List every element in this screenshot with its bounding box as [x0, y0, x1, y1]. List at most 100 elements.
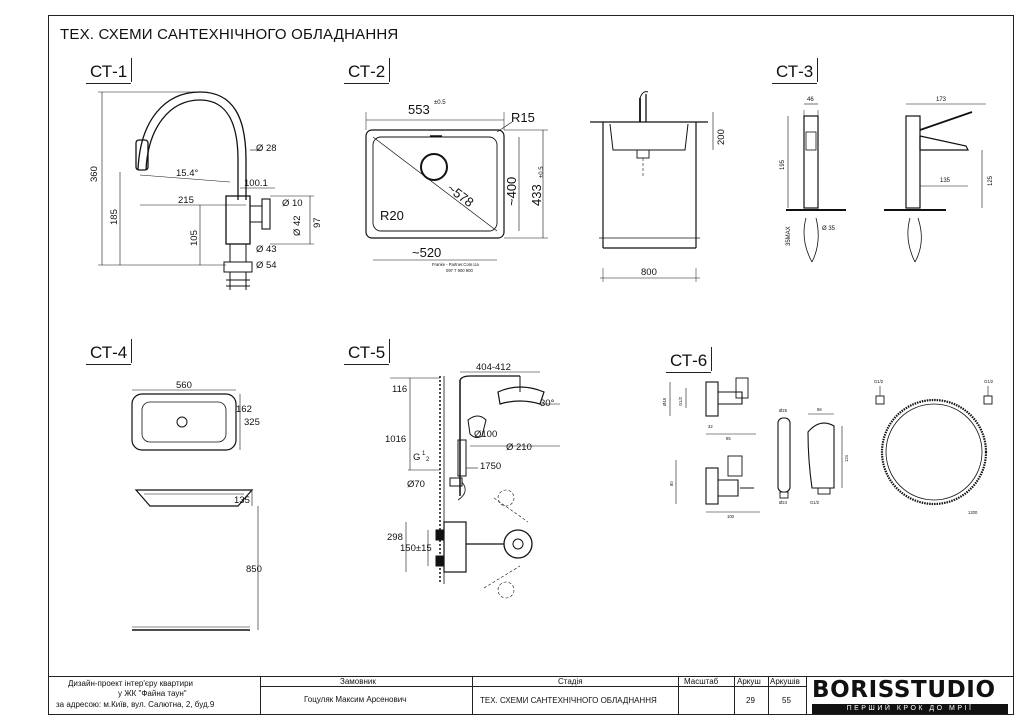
ct3-dim-195: 195 — [780, 159, 786, 170]
ct6-dim-d48: Ø48 — [662, 397, 667, 406]
ct5-dim-d100: Ø100 — [474, 429, 497, 440]
page-title: ТЕХ. СХЕМИ САНТЕХНІЧНОГО ОБЛАДНАННЯ — [60, 26, 399, 43]
ct3-dim-135: 135 — [940, 178, 951, 184]
sheets-header: Аркушів — [770, 677, 800, 686]
ct4-dim-325: 325 — [244, 417, 260, 428]
ct1-dim-d28: Ø 28 — [256, 143, 277, 154]
ct1-dim-d54: Ø 54 — [256, 260, 277, 271]
project-line-1: Дизайн-проект інтер'єру квартири — [68, 679, 194, 688]
stage-header: Стадія — [558, 677, 583, 686]
ct6-dim-32: 32 — [708, 424, 713, 429]
ct5-dim-1750: 1750 — [480, 461, 501, 472]
ct5-dim-30deg: 30° — [540, 398, 555, 409]
ct2-sink-labels: 553 ±0.5 R15 ~400 433 ±0.5 ~578 R20 ~520… — [380, 100, 545, 273]
ct5-dim-116: 116 — [392, 384, 407, 395]
sheet-value: 29 — [746, 696, 755, 705]
ct6-dim-85: 85 — [726, 436, 731, 441]
ct5-shower-drawings — [390, 371, 560, 599]
ct3-dimension-labels: 46 195 35MAX Ø 35 173 135 125 — [780, 97, 994, 246]
project-line-2: у ЖК "Файна таун" — [118, 689, 187, 698]
studio-logo: BORISSTUDIO ПЕРШИЙ КРОК ДО МРІЇ — [808, 677, 1012, 714]
ct5-dim-g: G — [413, 452, 420, 463]
ct1-dim-185: 185 — [109, 209, 120, 225]
ct3-mixer-drawings — [786, 103, 986, 263]
ct4-dim-560: 560 — [176, 380, 192, 391]
ct6-dim-g12-a: G1/2 — [678, 396, 683, 406]
ct2-dim-578: ~578 — [444, 180, 476, 210]
ct1-dim-97: 97 — [312, 217, 323, 228]
ct5-dim-404-412: 404-412 — [476, 362, 511, 373]
ct5-dim-1016: 1016 — [385, 434, 406, 445]
ct6-dim-g12-c: G1/2 — [874, 379, 884, 384]
ct2-dim-553: 553 — [408, 102, 430, 117]
ct2-cabinet-section — [590, 91, 714, 282]
client-header: Замовник — [340, 677, 376, 686]
sheets-value: 55 — [782, 696, 791, 705]
ct2-dim-200: 200 — [716, 129, 727, 145]
ct6-hygienic-shower-drawings — [669, 377, 993, 513]
ct6-dim-80: 80 — [669, 481, 674, 486]
ct2-dim-800: 800 — [641, 267, 657, 278]
ct2-cabinet-labels: 200 800 — [641, 129, 727, 278]
section-label-ct5: СТ-5 — [344, 339, 391, 365]
ct1-dim-d10: Ø 10 — [282, 198, 303, 209]
section-label-ct2: СТ-2 — [344, 58, 391, 84]
ct6-dim-100: 100 — [727, 514, 735, 519]
ct5-dim-g-numerator: 1 — [422, 451, 426, 457]
ct1-dim-angle: 15.4° — [176, 168, 198, 179]
ct1-dim-105: 105 — [189, 230, 200, 246]
ct4-washbasin-drawings — [131, 389, 259, 631]
ct5-dimension-labels: 404-412 116 30° 1016 Ø100 Ø 210 G 1 2 17… — [385, 362, 555, 554]
ct2-dim-433: 433 — [529, 184, 544, 206]
ct2-dim-400: ~400 — [504, 177, 519, 206]
ct1-dim-360: 360 — [89, 166, 100, 182]
ct6-dim-124: 124 — [844, 454, 849, 462]
ct2-stamp-line-1: Franke - Partner.Com.Ua — [432, 262, 479, 267]
logo-wordmark: BORISSTUDIO — [812, 677, 996, 703]
ct2-dim-433-tolerance: ±0.5 — [539, 166, 545, 178]
ct2-stamp-line-2: 097 7 900 900 — [446, 268, 473, 273]
ct6-dim-g12-d: G1/2 — [984, 379, 994, 384]
sheet-header: Аркуш — [737, 677, 761, 686]
ct5-dim-d210: Ø 210 — [506, 442, 532, 453]
ct3-dim-173: 173 — [936, 97, 947, 103]
ct1-dim-d42: Ø 42 — [292, 215, 303, 236]
ct1-dim-100: 100.1 — [244, 178, 268, 189]
logo-tagline: ПЕРШИЙ КРОК ДО МРІЇ — [812, 704, 1008, 714]
ct5-dim-d70: Ø70 — [407, 479, 425, 490]
ct3-dim-35max: 35MAX — [786, 226, 792, 246]
ct2-dim-520: ~520 — [412, 245, 441, 260]
ct6-dim-56: 56 — [817, 407, 822, 412]
ct6-dim-d24: Ø24 — [779, 500, 788, 505]
ct2-dim-r20: R20 — [380, 208, 404, 223]
client-value: Гоцуляк Максим Арсенович — [304, 695, 407, 704]
ct6-dim-g12-b: G1/2 — [810, 500, 820, 505]
section-label-ct4: СТ-4 — [86, 339, 133, 365]
ct5-dim-150: 150±15 — [400, 543, 432, 554]
ct3-dim-46: 46 — [807, 97, 814, 103]
ct2-dim-553-tolerance: ±0.5 — [434, 100, 446, 106]
ct1-faucet-drawing — [98, 91, 314, 290]
title-block: Дизайн-проект інтер'єру квартири у ЖК "Ф… — [48, 676, 1014, 715]
ct4-dimension-labels: 560 162 325 135 850 — [176, 380, 262, 575]
ct2-sink-plan — [365, 112, 548, 261]
ct3-dim-125: 125 — [988, 175, 994, 186]
project-line-3: за адресою: м.Київ, вул. Салютна, 2, буд… — [56, 700, 215, 709]
section-label-ct1: СТ-1 — [86, 58, 133, 84]
sheet-frame — [48, 15, 1014, 715]
ct4-dim-135: 135 — [234, 495, 250, 506]
ct4-dim-162: 162 — [236, 404, 252, 415]
ct5-dim-g-denominator: 2 — [426, 457, 430, 463]
ct6-dim-1200: 1200 — [968, 510, 978, 515]
ct1-dimension-labels: 360 185 105 215 15.4° 100.1 Ø 28 Ø 10 Ø … — [89, 143, 323, 271]
ct6-dim-d25: Ø25 — [779, 408, 788, 413]
ct1-dim-215: 215 — [178, 195, 194, 206]
scale-header: Масштаб — [684, 677, 719, 686]
stage-value: ТЕХ. СХЕМИ САНТЕХНІЧНОГО ОБЛАДНАННЯ — [480, 696, 657, 705]
ct4-dim-850: 850 — [246, 564, 262, 575]
ct6-dimension-labels: Ø48 G1/2 32 85 80 100 Ø25 Ø24 56 G1/2 12… — [662, 379, 994, 519]
ct2-dim-r15: R15 — [511, 110, 535, 125]
ct1-dim-d43: Ø 43 — [256, 244, 277, 255]
